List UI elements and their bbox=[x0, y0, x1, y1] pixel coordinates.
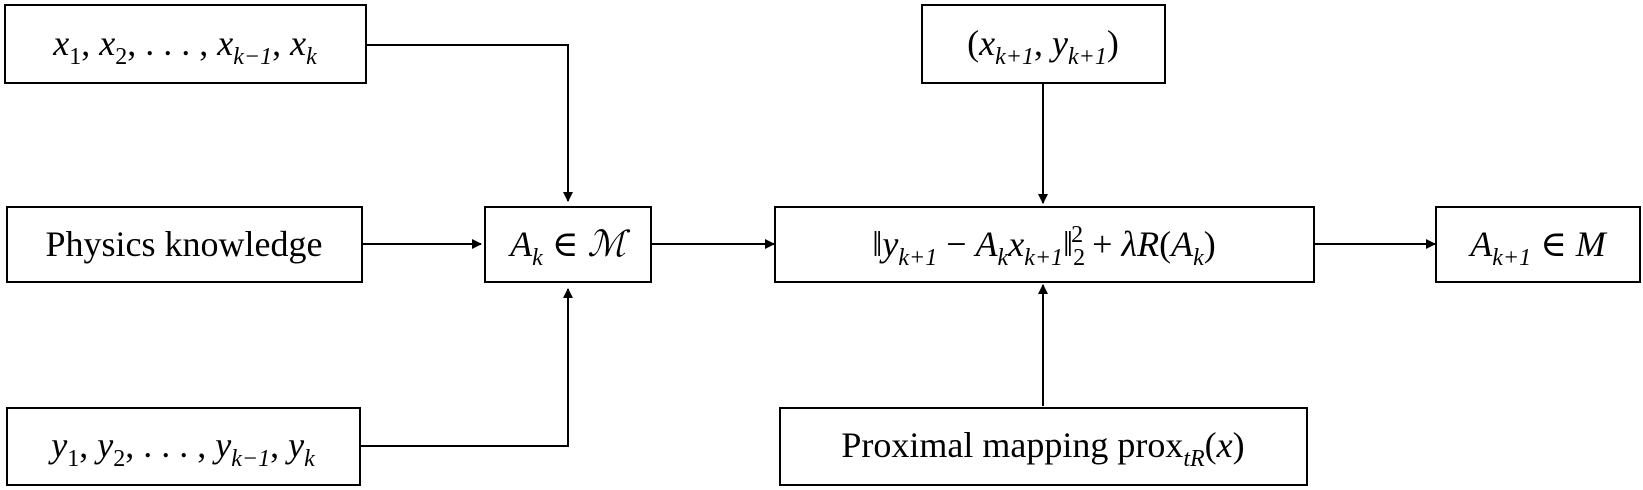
label-part: 2 bbox=[113, 446, 125, 472]
label-part: , bbox=[270, 425, 288, 465]
label-part: ( bbox=[967, 23, 979, 63]
label-part: k bbox=[1193, 245, 1204, 271]
proximal-mapping-label: Proximal mapping proxtR(x) bbox=[841, 425, 1244, 472]
label-part: x bbox=[52, 23, 69, 63]
label-part: ) bbox=[1233, 425, 1245, 465]
label-part: A bbox=[974, 224, 999, 264]
ak-in-manifold-label: Ak ∈ ℳ bbox=[508, 224, 630, 271]
label-part: k+1 bbox=[995, 44, 1034, 70]
label-part: tR bbox=[1183, 446, 1205, 472]
label-part: 2 bbox=[1071, 222, 1083, 248]
label-part: ∈ bbox=[1531, 224, 1576, 264]
label-part: Physics knowledge bbox=[46, 224, 323, 264]
label-part: − bbox=[937, 224, 975, 264]
label-part: ( bbox=[1159, 224, 1171, 264]
label-part: A bbox=[508, 224, 533, 264]
label-part: A bbox=[1468, 224, 1493, 264]
label-part: λ bbox=[1120, 224, 1137, 264]
ak1-in-m-label: Ak+1 ∈ M bbox=[1468, 224, 1608, 271]
label-part: k−1 bbox=[231, 446, 270, 472]
label-part: x bbox=[978, 23, 995, 63]
label-part: k bbox=[306, 44, 317, 70]
label-part: k+1 bbox=[1024, 245, 1063, 271]
label-part: , bbox=[272, 23, 290, 63]
label-part: Proximal mapping prox bbox=[841, 425, 1183, 465]
label-part: k+1 bbox=[1492, 245, 1531, 271]
label-part: ℳ bbox=[587, 224, 630, 265]
label-part: x bbox=[216, 23, 233, 63]
label-part: , bbox=[79, 425, 97, 465]
node-x-sequence: x1, x2, . . . , xk−1, xk bbox=[4, 4, 367, 84]
label-part: ‖ bbox=[872, 224, 882, 264]
label-part: k bbox=[532, 245, 543, 271]
edge-x-seq-to-ak bbox=[366, 44, 573, 202]
node-objective: ‖yk+1 − Akxk+1‖22 + λR(Ak) bbox=[774, 206, 1315, 283]
label-part: ) bbox=[1107, 23, 1119, 63]
label-part: x bbox=[1007, 224, 1024, 264]
label-part: 2 bbox=[1073, 245, 1085, 271]
label-part: 2 bbox=[115, 44, 127, 70]
label-part: k+1 bbox=[898, 245, 937, 271]
label-part: , bbox=[1034, 23, 1052, 63]
node-proximal-mapping: Proximal mapping proxtR(x) bbox=[779, 407, 1308, 486]
label-part: x bbox=[1216, 425, 1233, 465]
label-part: , . . . , bbox=[125, 425, 215, 465]
label-part: y bbox=[1049, 23, 1068, 63]
label-part: 1 bbox=[67, 446, 79, 472]
label-part: A bbox=[1169, 224, 1194, 264]
x-sequence-label: x1, x2, . . . , xk−1, xk bbox=[52, 23, 317, 70]
node-y-sequence: y1, y2, . . . , yk−1, yk bbox=[6, 407, 361, 486]
node-ak1-in-m: Ak+1 ∈ M bbox=[1435, 206, 1641, 283]
objective-label: ‖yk+1 − Akxk+1‖22 + λR(Ak) bbox=[872, 222, 1215, 271]
label-part: ∈ bbox=[543, 224, 588, 264]
label-part: x bbox=[98, 23, 115, 63]
label-part: , bbox=[81, 23, 99, 63]
edge-y-seq-to-ak bbox=[360, 288, 573, 447]
label-part: y bbox=[212, 425, 231, 465]
label-part: y bbox=[285, 425, 304, 465]
label-part: y bbox=[94, 425, 113, 465]
label-part: k−1 bbox=[233, 44, 272, 70]
node-ak-in-manifold: Ak ∈ ℳ bbox=[484, 206, 652, 283]
label-part: k bbox=[998, 245, 1009, 271]
label-part: ( bbox=[1205, 425, 1217, 465]
label-part: M bbox=[1575, 224, 1608, 264]
label-part: + bbox=[1083, 224, 1121, 264]
label-part: ‖ bbox=[1063, 224, 1073, 264]
label-part: y bbox=[879, 224, 898, 264]
next-pair-label: (xk+1, yk+1) bbox=[967, 23, 1119, 70]
node-next-pair: (xk+1, yk+1) bbox=[921, 4, 1166, 84]
label-part: ) bbox=[1204, 224, 1216, 264]
label-part: , . . . , bbox=[127, 23, 217, 63]
node-physics-knowledge: Physics knowledge bbox=[6, 206, 363, 283]
label-part: 1 bbox=[69, 44, 81, 70]
label-part: R bbox=[1136, 224, 1159, 264]
label-part: y bbox=[48, 425, 67, 465]
physics-knowledge-label: Physics knowledge bbox=[46, 224, 323, 264]
y-sequence-label: y1, y2, . . . , yk−1, yk bbox=[48, 425, 315, 472]
edges bbox=[360, 44, 1436, 447]
label-part: k bbox=[304, 446, 315, 472]
label-part: k+1 bbox=[1068, 44, 1107, 70]
label-part: x bbox=[289, 23, 306, 63]
